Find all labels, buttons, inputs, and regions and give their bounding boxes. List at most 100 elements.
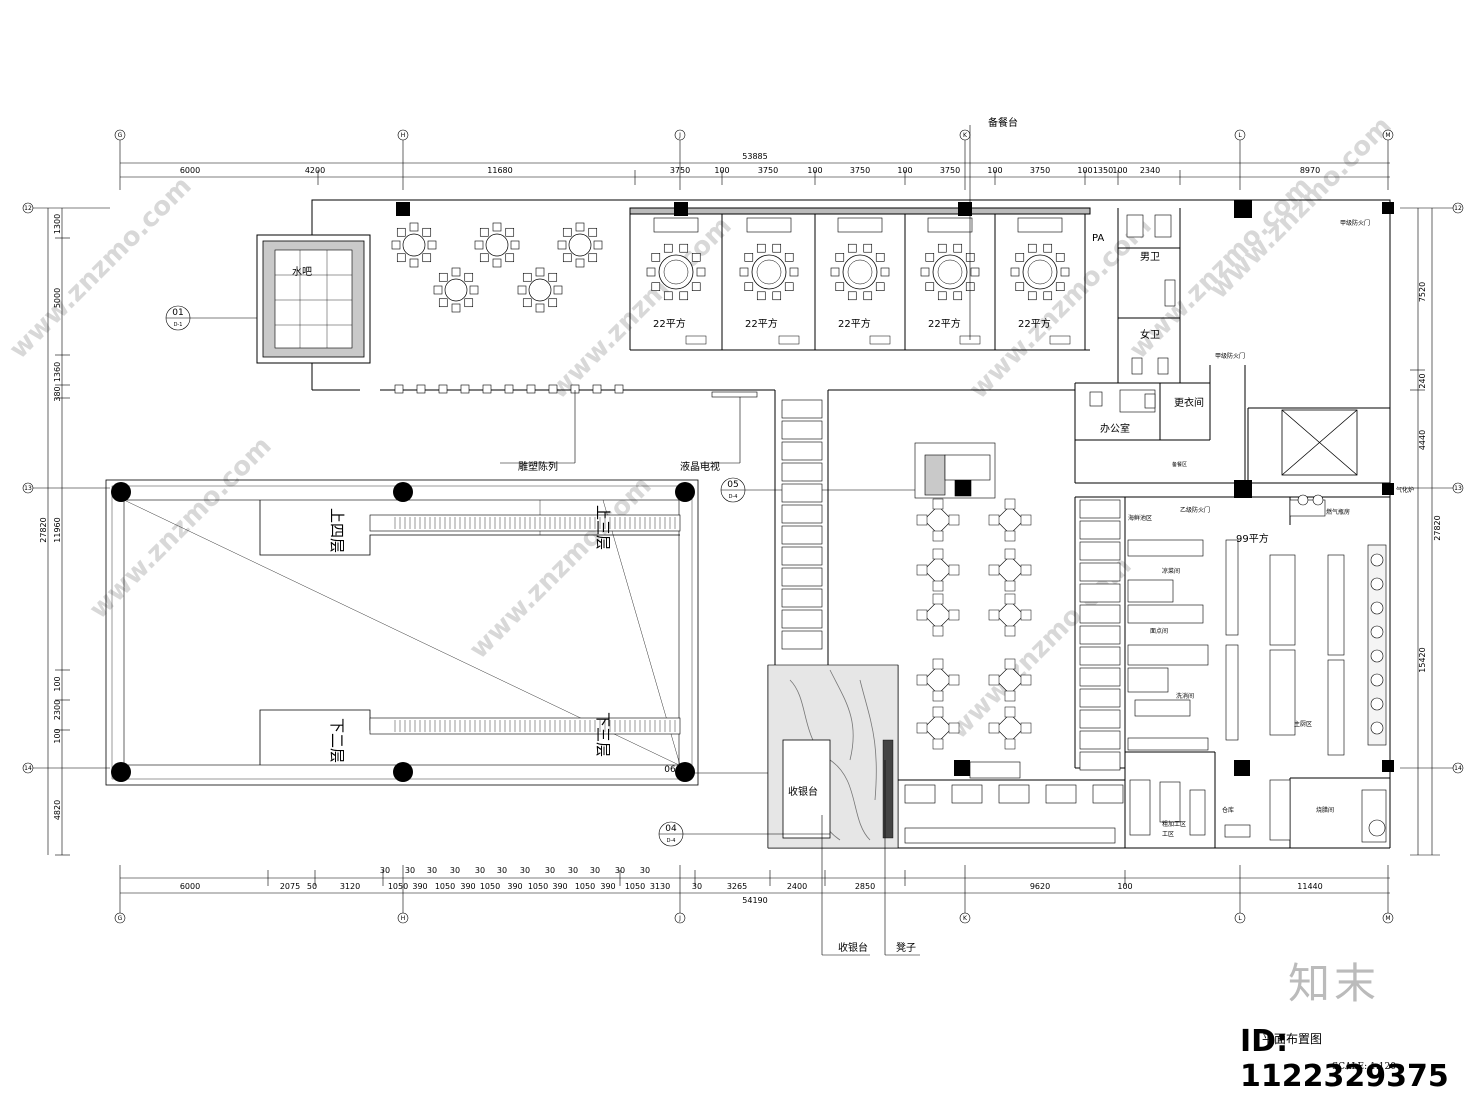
private-room-5-area: 22平方 bbox=[1018, 317, 1051, 330]
watermark: www.znzmo.com bbox=[964, 211, 1158, 405]
wash-label: 洗消间 bbox=[1176, 692, 1194, 700]
booth bbox=[1045, 784, 1077, 804]
dim-segment: 1050 bbox=[625, 882, 645, 891]
dim-segment: 30 bbox=[475, 866, 485, 875]
gas-stove-label: 气化炉 bbox=[1396, 486, 1414, 494]
dim-segment: 6000 bbox=[180, 882, 200, 891]
private-room-1-area: 22平方 bbox=[653, 317, 686, 330]
booth bbox=[781, 609, 823, 629]
grid-label-right: 14 bbox=[1454, 765, 1462, 772]
dim-segment: 1050 bbox=[528, 882, 548, 891]
roast-room-label: 烧腊间 bbox=[1316, 806, 1334, 814]
private-room bbox=[739, 217, 800, 345]
structural-columns bbox=[111, 200, 1394, 782]
dim-segment: 3750 bbox=[758, 166, 778, 175]
dim-total-top: 53885 bbox=[742, 152, 767, 161]
grid-label-top: M bbox=[1385, 132, 1390, 139]
booth bbox=[998, 784, 1030, 804]
watermark: www.znzmo.com bbox=[4, 171, 198, 365]
dim-segment: 3750 bbox=[670, 166, 690, 175]
private-room-2-area: 22平方 bbox=[745, 317, 778, 330]
booth-seating-kitchen-side bbox=[1079, 499, 1121, 771]
kitchen-fixture bbox=[1224, 824, 1251, 838]
dim-segment: 30 bbox=[497, 866, 507, 875]
dim-segment: 2850 bbox=[855, 882, 875, 891]
top-grid-bubbles bbox=[114, 129, 1394, 141]
sculpture-plinth bbox=[526, 384, 536, 394]
marker-04-number: 04 bbox=[665, 824, 677, 834]
booth bbox=[781, 504, 823, 524]
private-room-3-area: 22平方 bbox=[838, 317, 871, 330]
booth bbox=[1079, 646, 1121, 666]
up-floor-label: 上四层 bbox=[328, 508, 346, 553]
square-table bbox=[988, 593, 1032, 637]
dim-segment: 6000 bbox=[180, 166, 200, 175]
booth bbox=[951, 784, 983, 804]
standby-label: 备餐区 bbox=[1172, 461, 1187, 468]
dim-segment: 3120 bbox=[340, 882, 360, 891]
cashier-area: 收银台 bbox=[767, 664, 899, 849]
private-room-4-area: 22平方 bbox=[928, 317, 961, 330]
dim-segment: 1360 bbox=[53, 362, 62, 382]
bar-counter bbox=[969, 761, 1021, 779]
private-room bbox=[830, 217, 891, 345]
plan-title: 平面布置图 bbox=[1262, 1032, 1323, 1046]
booth bbox=[781, 567, 823, 587]
grid-label-bottom: K bbox=[963, 915, 968, 922]
fire-door-b-label: 乙级防火门 bbox=[1180, 506, 1210, 514]
kitchen-area-label: 99平方 bbox=[1236, 532, 1269, 545]
kitchen-fixture bbox=[1327, 554, 1345, 656]
grid-label-top: K bbox=[963, 132, 968, 139]
sculpture-display bbox=[394, 384, 624, 394]
dim-segment: 1050 bbox=[480, 882, 500, 891]
restrooms bbox=[1126, 214, 1176, 375]
bench bbox=[904, 827, 1116, 844]
marker-05-sheet: D-4 bbox=[729, 494, 738, 500]
dim-segment: 9620 bbox=[1030, 882, 1050, 891]
square-table bbox=[988, 658, 1032, 702]
dim-segment: 30 bbox=[615, 866, 625, 875]
square-table bbox=[988, 498, 1032, 542]
booth bbox=[1079, 751, 1121, 771]
gas-room-label: 燃气瓶房 bbox=[1326, 508, 1350, 516]
dim-segment: 5000 bbox=[53, 288, 62, 308]
dim-segment: 1050 bbox=[388, 882, 408, 891]
sculpture-plinth bbox=[592, 384, 602, 394]
escalator-up bbox=[369, 514, 681, 532]
dim-segment: 30 bbox=[590, 866, 600, 875]
grid-label-right: 12 bbox=[1454, 205, 1462, 212]
grid-label-bottom: L bbox=[1238, 915, 1242, 922]
grid-label-top: G bbox=[118, 132, 123, 139]
cashier-leader-label: 收银台 bbox=[838, 941, 868, 954]
dim-segment: 1350 bbox=[1093, 166, 1113, 175]
kitchen-fixture bbox=[1269, 649, 1296, 736]
kitchen-fixture bbox=[1129, 779, 1151, 836]
sculpture-plinth bbox=[482, 384, 492, 394]
down-floor-label: 下二层 bbox=[328, 718, 346, 763]
kitchen-fixture bbox=[1127, 604, 1204, 624]
section-marker-05: 05 D-4 bbox=[720, 477, 915, 503]
dim-segment: 4200 bbox=[305, 166, 325, 175]
dim-segment: 4820 bbox=[53, 800, 62, 820]
dim-total-bottom: 54190 bbox=[742, 896, 767, 905]
pastry-label: 面点间 bbox=[1150, 627, 1168, 635]
brand-logo: 知末 bbox=[1288, 959, 1381, 1008]
grid-label-left: 14 bbox=[24, 765, 32, 772]
private-room bbox=[646, 217, 707, 345]
kitchen-fixture bbox=[1225, 644, 1239, 741]
kitchen-fixture bbox=[1269, 779, 1291, 841]
cold-dish-label: 凉菜间 bbox=[1162, 567, 1180, 575]
booth bbox=[781, 588, 823, 608]
booth bbox=[904, 784, 936, 804]
dim-segment: 1050 bbox=[435, 882, 455, 891]
escalator-down bbox=[369, 717, 681, 735]
private-rooms bbox=[646, 217, 1071, 345]
booth bbox=[1079, 688, 1121, 708]
kitchen-fixture bbox=[1327, 659, 1345, 756]
dim-segment: 100 bbox=[1077, 166, 1092, 175]
dim-segment: 4440 bbox=[1418, 430, 1427, 450]
dim-segment: 390 bbox=[507, 882, 522, 891]
booth bbox=[1079, 604, 1121, 624]
square-table bbox=[916, 548, 960, 592]
booth bbox=[1079, 730, 1121, 750]
